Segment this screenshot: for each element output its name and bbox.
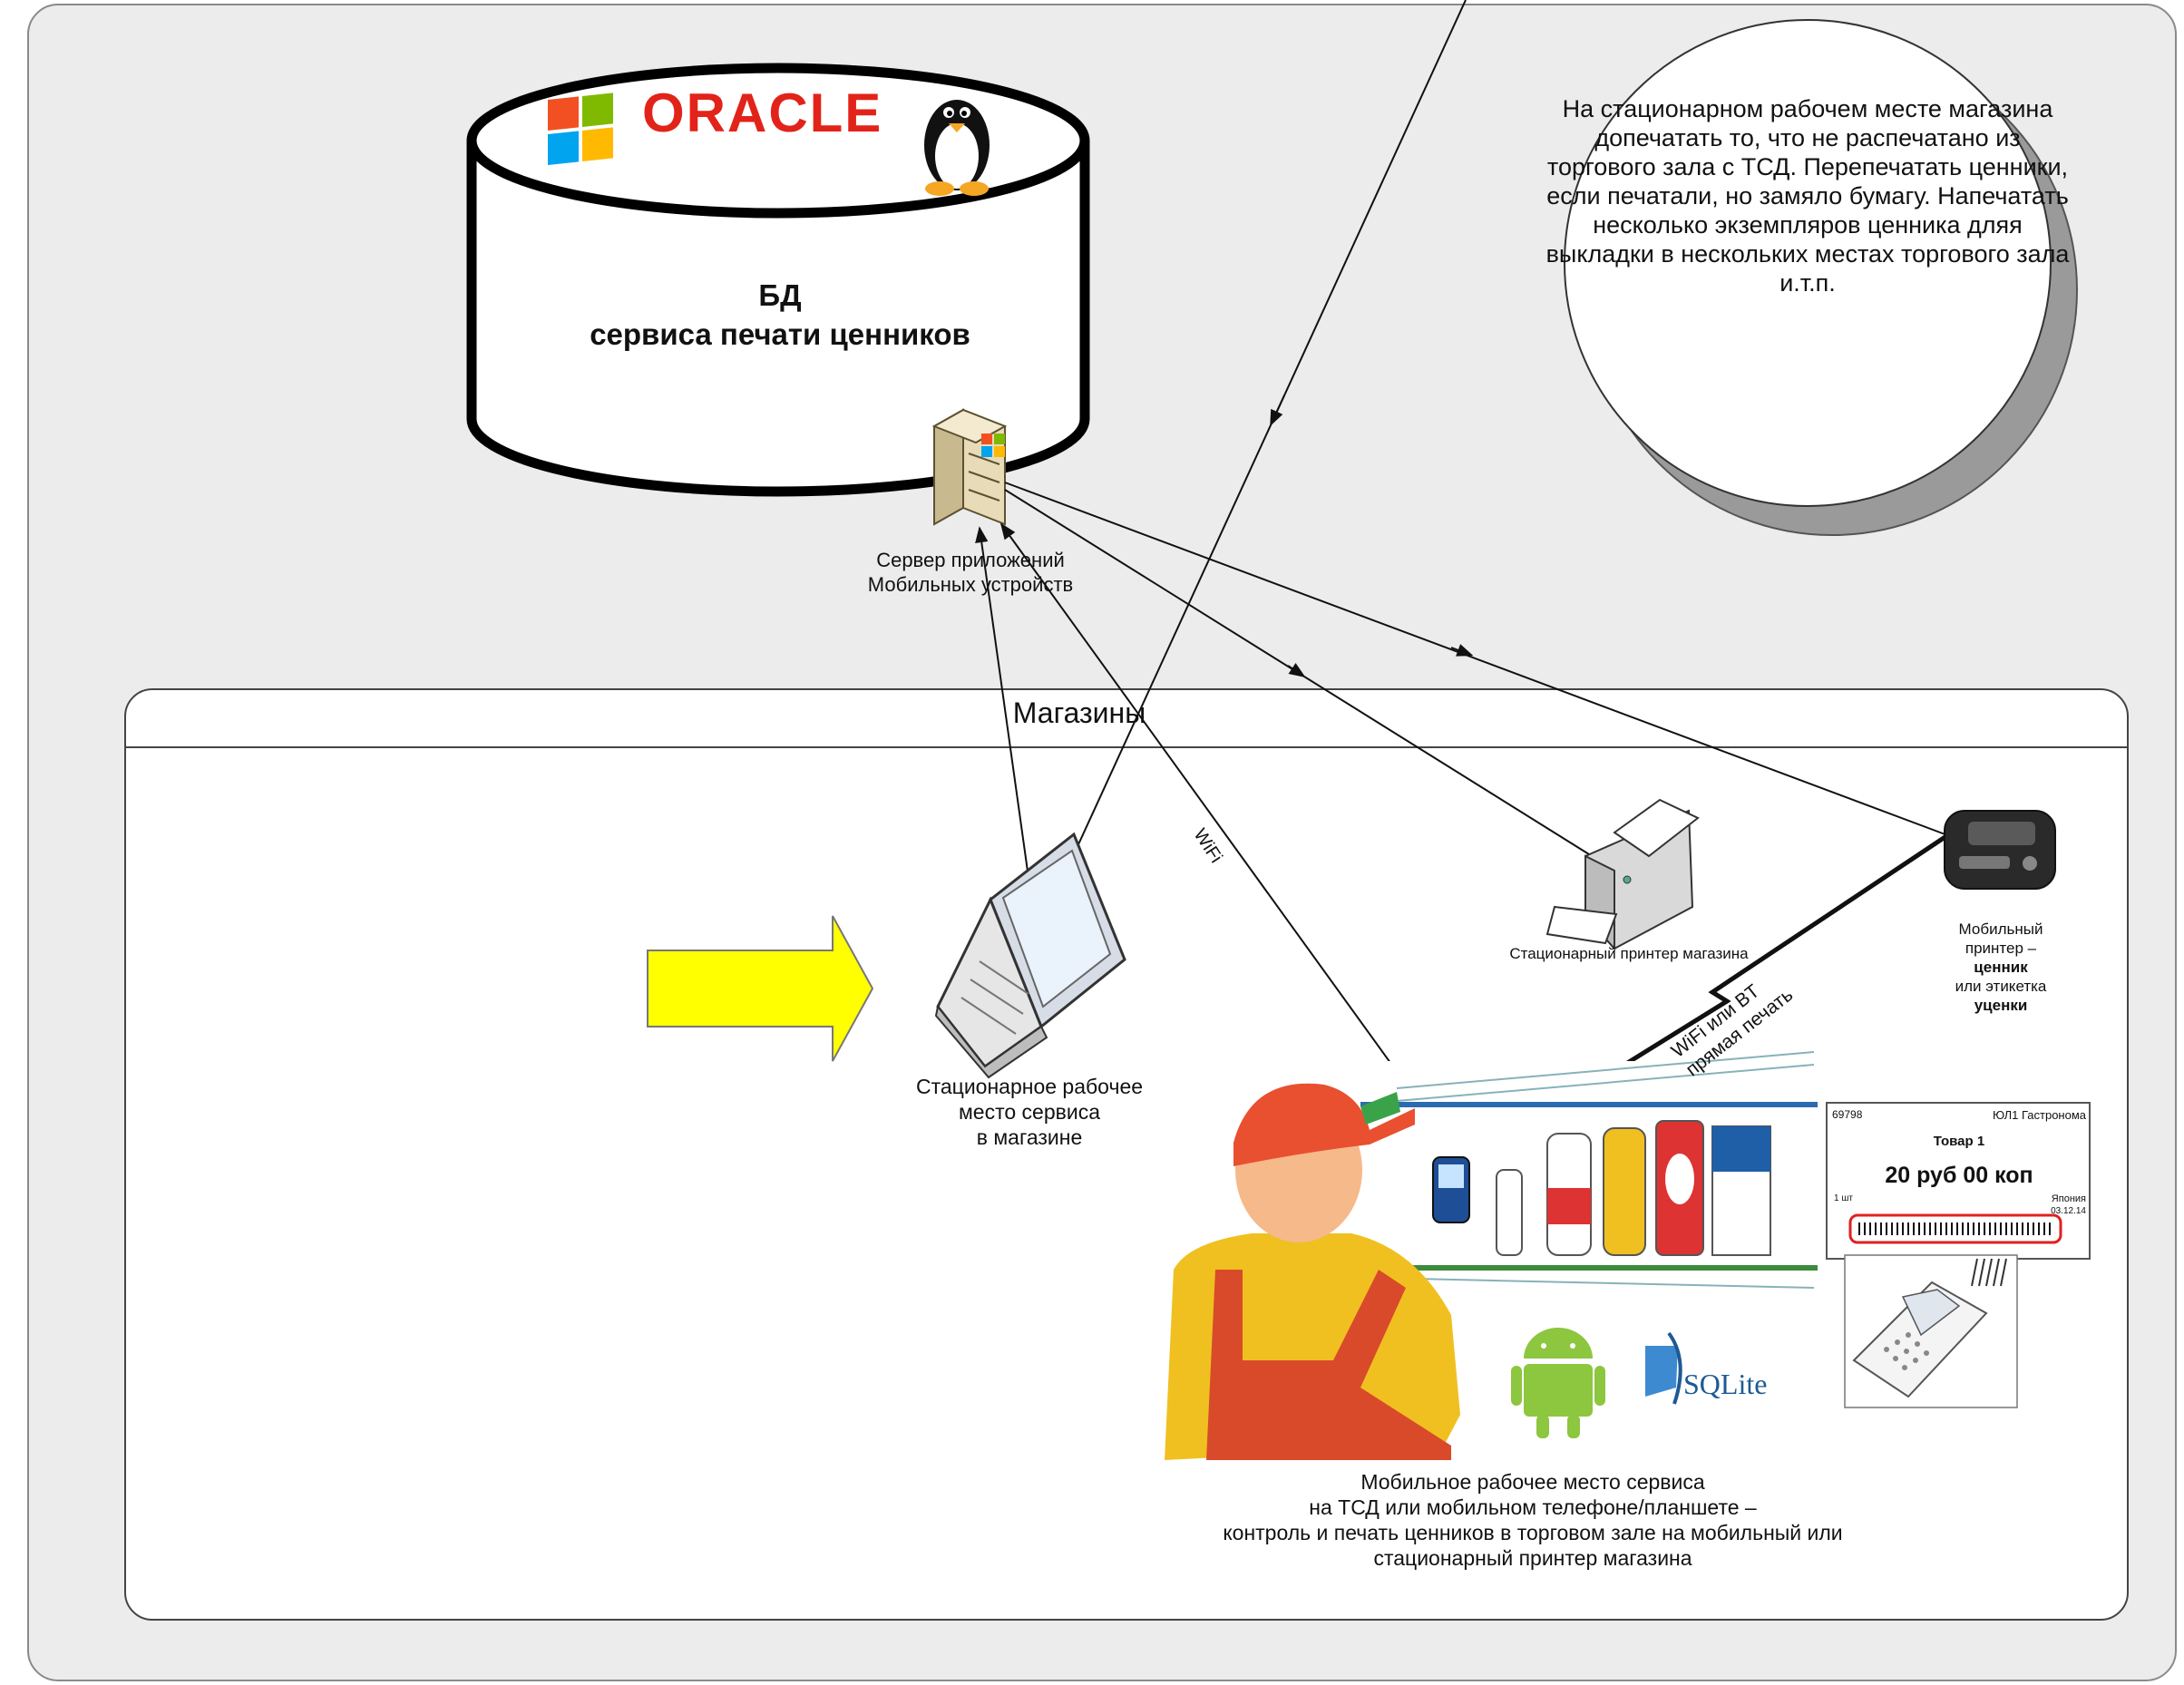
mobile-workplace-label: Мобильное рабочее место сервиса на ТСД и… (1161, 1469, 1905, 1571)
mobile-workplace-line: на ТСД или мобильном телефоне/планшете – (1309, 1495, 1757, 1519)
note-line: На стационарном рабочем месте магазина (1562, 95, 2053, 122)
note-line: и.т.п. (1779, 269, 1836, 297)
mobile-printer-line5: уценки (1974, 997, 2028, 1014)
workstation-label-line2: место сервиса (958, 1100, 1100, 1124)
price-tag-date: 03.12.14 (2051, 1206, 2086, 1216)
database-cylinder (466, 63, 1090, 497)
connector-server-mobile-printer (1004, 482, 1951, 837)
mobile-workplace-line: стационарный принтер магазина (1373, 1546, 1692, 1570)
windows-logo (548, 93, 613, 165)
mobile-printer-line1: Мобильный (1958, 920, 2043, 938)
price-tag-product: Товар 1 (1933, 1134, 1985, 1149)
connector-server-laptop (975, 526, 1035, 892)
stationary-printer-label: Стационарный принтер магазина (1509, 945, 1749, 962)
database-title-line2: сервиса печати ценников (590, 317, 970, 351)
handheld-scanner-icon (1844, 1254, 2018, 1408)
mobile-workplace-line: контроль и печать ценников в торговом за… (1223, 1521, 1843, 1544)
store-title: Магазины (1012, 696, 1146, 729)
android-icon (1511, 1328, 1605, 1438)
mobile-printer-label: Мобильный принтер – ценник или этикетка … (1928, 920, 2073, 1015)
yellow-arrow (647, 915, 874, 1062)
server-label: Сервер приложений Мобильных устройств (816, 548, 1125, 597)
connector-laptop-note (1053, 0, 1467, 899)
connector-server-mobile-printer-arrow (1450, 644, 1474, 657)
mobile-printer-icon (1944, 810, 2056, 890)
connector-server-phone-wifi (999, 522, 1465, 1165)
note-line: если печатали, но замяло бумагу. Напечат… (1546, 182, 2069, 209)
server-label-line1: Сервер приложений (876, 549, 1065, 571)
price-tag-qty: 1 шт (1834, 1193, 1853, 1203)
linux-penguin-logo (924, 100, 990, 196)
database-title: БД сервиса печати ценников (508, 276, 1052, 354)
note-line: несколько экземпляров ценника дляя (1593, 211, 2023, 239)
note-circle-text: На стационарном рабочем месте магазина д… (1513, 94, 2102, 297)
price-tag-country: Япония (2051, 1193, 2086, 1204)
note-line: допечатать то, что не распечатано из (1594, 124, 2021, 151)
sqlite-logo (1645, 1331, 1682, 1405)
database-title-line1: БД (758, 278, 802, 312)
workstation-label: Стационарное рабочее место сервиса в маг… (880, 1074, 1179, 1150)
mobile-printer-line4: или этикетка (1955, 978, 2047, 995)
price-tag-id: 69798 (1832, 1108, 1863, 1121)
connector-server-printer-arrow (1287, 663, 1306, 677)
sqlite-text: SQLite (1683, 1368, 1768, 1400)
mobile-printer-line2: принтер – (1965, 940, 2037, 957)
workstation-label-line1: Стационарное рабочее (915, 1075, 1144, 1098)
price-tag-shop: ЮЛ1 Гастронома (1993, 1108, 2086, 1122)
oracle-logo: ORACLE (642, 83, 883, 143)
mobile-workplace-line: Мобильное рабочее место сервиса (1360, 1470, 1705, 1494)
connector-note-mid-arrow (1270, 394, 1285, 427)
laptop-icon (934, 832, 1126, 1079)
price-tag (1826, 1102, 2091, 1260)
note-line: торгового зала с ТСД. Перепечатать ценни… (1546, 153, 2069, 180)
note-circle (1564, 19, 2078, 536)
note-line: выкладки в нескольких местах торгового з… (1545, 240, 2070, 268)
server-label-line2: Мобильных устройств (867, 573, 1074, 596)
workstation-label-line3: в магазине (976, 1125, 1083, 1149)
price-tag-price: 20 руб 00 коп (1885, 1163, 2033, 1188)
printer-icon (1545, 798, 1700, 951)
mobile-workplace-illustration (1165, 1051, 1818, 1460)
mobile-printer-line3: ценник (1974, 959, 2028, 976)
server-icon (931, 408, 1008, 526)
